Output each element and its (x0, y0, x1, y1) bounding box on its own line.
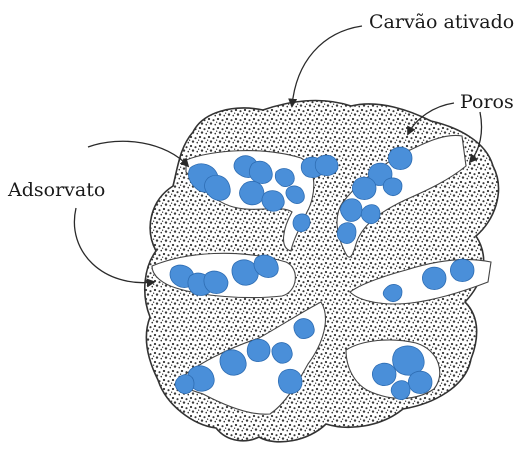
adsorbate-particle (220, 350, 246, 375)
adsorbate-particle (388, 147, 412, 169)
adsorbate-particle (391, 381, 410, 400)
label-pores: Poros (460, 93, 514, 112)
adsorbate-particle (204, 271, 228, 293)
adsorbate-particle (293, 214, 310, 232)
adsorbate-particle (422, 267, 446, 289)
adsorbate-particle (294, 319, 314, 339)
adsorbate-particle (337, 223, 356, 244)
adsorbate-particle (383, 178, 402, 196)
adsorbate-particle (240, 181, 265, 205)
label-adsorbate: Adsorvato (8, 181, 105, 200)
adsorbate-particle (278, 369, 302, 393)
arrow-adsorbate-upper (88, 141, 188, 166)
adsorbate-particle (175, 375, 194, 394)
adsorbate-particle (361, 205, 380, 224)
arrow-activated-carbon (292, 26, 362, 106)
adsorbate-particle (408, 371, 432, 393)
adsorbate-particle (247, 339, 270, 361)
adsorbate-particle (450, 259, 474, 281)
adsorbate-particle (315, 155, 338, 175)
adsorbate-particle (372, 363, 396, 385)
arrow-adsorbate-lower (74, 208, 154, 283)
label-activated-carbon: Carvão ativado (369, 13, 514, 32)
adsorbate-particle (262, 191, 284, 212)
adsorbate-particle (352, 177, 376, 199)
